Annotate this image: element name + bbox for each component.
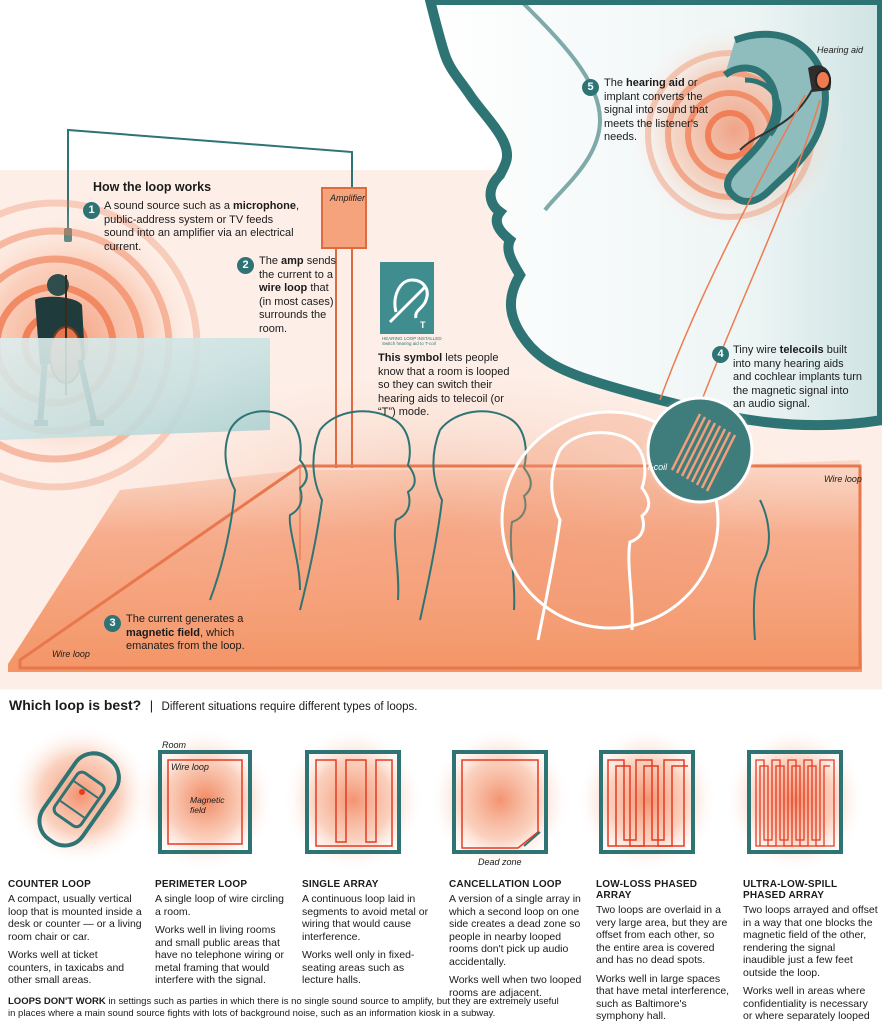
step-1-badge: 1	[83, 202, 100, 219]
loop-card-counter: COUNTER LOOP A compact, usually vertical…	[8, 879, 143, 987]
amplifier-label: Amplifier	[330, 193, 366, 203]
loop-desc: A compact, usually vertical loop that is…	[8, 893, 142, 943]
step-1-text: A sound source such as a microphone, pub…	[104, 200, 300, 253]
step-5-text: The hearing aid or implant converts the …	[604, 77, 708, 143]
dead-zone-label: Dead zone	[478, 857, 522, 867]
loop-desc: A single loop of wire circling a room.	[155, 893, 284, 918]
tcoil-circle	[646, 396, 754, 504]
cancellation-wire	[461, 759, 539, 849]
room-label: Room	[162, 740, 187, 750]
low-loss-wire-b	[615, 765, 688, 847]
wire-loop-left-label: Wire loop	[52, 649, 90, 659]
loop-works: Works well only in fixed-seating areas s…	[302, 949, 415, 986]
loop-title: ULTRA-LOW-SPILL PHASED ARRAY	[743, 879, 838, 901]
loop-card-ultra-low-spill: ULTRA-LOW-SPILL PHASED ARRAY Two loops a…	[743, 879, 880, 1024]
hearing-aid-label: Hearing aid	[817, 45, 864, 55]
loop-works: Works well in areas where confidentialit…	[743, 985, 870, 1024]
wire-loop-label: Wire loop	[171, 762, 209, 772]
loop-works: Works well in living rooms and small pub…	[155, 924, 285, 986]
magnetic-field-label: Magnetic field	[190, 795, 225, 815]
ultra-low-spill-wire-a	[755, 759, 835, 847]
audience-heads	[209, 410, 532, 621]
step-3-text: The current generates a magnetic field, …	[126, 613, 245, 652]
step-2-badge: 2	[237, 257, 254, 274]
loop-card-low-loss: LOW-LOSS PHASED ARRAY Two loops are over…	[596, 879, 731, 1023]
step-2-text: The amp sends the current to a wire loop…	[259, 255, 337, 335]
loop-title: SINGLE ARRAY	[302, 879, 379, 890]
loop-works: Works well in large spaces that have met…	[596, 972, 730, 1023]
hearing-loop-symbol	[380, 262, 434, 334]
loop-desc: Two loops arrayed and offset in a way th…	[743, 904, 878, 979]
wire-loop-right-label: Wire loop	[824, 474, 862, 484]
wire-loop-floor	[18, 464, 862, 670]
loop-works: Works well when two looped rooms are adj…	[449, 974, 582, 999]
symbol-note: This symbol lets people know that a room…	[378, 352, 510, 418]
which-heading: Which loop is best? | Different situatio…	[9, 697, 418, 713]
loop-card-single-array: SINGLE ARRAY A continuous loop laid in s…	[302, 879, 437, 987]
loop-title: COUNTER LOOP	[8, 879, 91, 890]
counter-loop-diagram	[37, 751, 121, 848]
loop-card-cancellation: CANCELLATION LOOP A version of a single …	[449, 879, 584, 999]
step-5-badge: 5	[582, 79, 599, 96]
loop-card-perimeter: PERIMETER LOOP A single loop of wire cir…	[155, 879, 290, 987]
step-4-badge: 4	[712, 346, 729, 363]
loop-desc: A continuous loop laid in segments to av…	[302, 893, 429, 943]
step-4-text: Tiny wire telecoils built into many hear…	[733, 344, 863, 410]
loop-works: Works well at ticket counters, in taxica…	[8, 949, 125, 986]
ultra-low-spill-wire-b	[759, 765, 830, 847]
loop-desc: A version of a single array in which a s…	[449, 893, 581, 968]
single-array-wire	[315, 759, 393, 847]
perimeter-wire	[167, 759, 243, 845]
footer-note: LOOPS DON'T WORK in settings such as par…	[8, 996, 559, 1019]
loop-title: LOW-LOSS PHASED ARRAY	[596, 879, 698, 901]
low-loss-wire-a	[607, 759, 685, 847]
zoom-circle	[500, 410, 720, 630]
symbol-t-letter: T	[420, 320, 426, 330]
tcoil-label: T-coil	[646, 462, 668, 472]
how-title: How the loop works	[93, 180, 212, 194]
magnetic-field-floor	[8, 460, 862, 672]
loop-title: PERIMETER LOOP	[155, 879, 248, 890]
perimeter-room	[158, 750, 252, 854]
loop-desc: Two loops are overlaid in a very large a…	[596, 904, 728, 966]
amplifier-box	[321, 187, 367, 249]
step-3-badge: 3	[104, 615, 121, 632]
loop-title: CANCELLATION LOOP	[449, 879, 562, 890]
